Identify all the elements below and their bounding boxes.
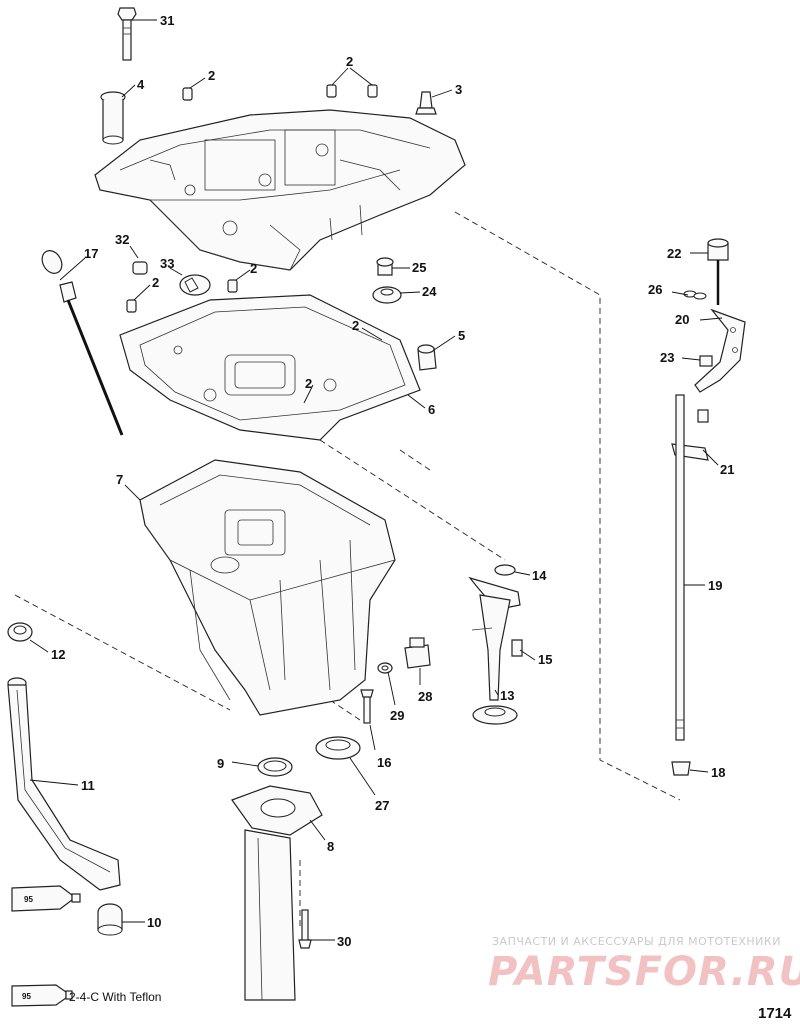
callout-19: 19: [708, 578, 722, 593]
callout-5: 5: [458, 328, 465, 343]
rod-19: [675, 394, 685, 741]
callout-7: 7: [116, 472, 123, 487]
tube-label: 95: [24, 895, 33, 904]
grommet-12: [7, 622, 33, 642]
grommet-10: [97, 903, 123, 936]
hose-11: [7, 677, 121, 891]
watermark-brand: PARTSFOR.RU: [488, 949, 800, 995]
callout-31: 31: [160, 13, 174, 28]
oil-pan-7: [139, 459, 396, 716]
sleeve-4: [100, 91, 126, 145]
legend-text: 2-4-C With Teflon: [69, 990, 161, 1004]
callout-12: 12: [51, 647, 65, 662]
callout-2: 2: [152, 275, 159, 290]
callout-3: 3: [455, 82, 462, 97]
leader-lines: [29, 19, 723, 941]
callout-2: 2: [208, 68, 215, 83]
watermark: ЗАПЧАСТИ И АКСЕССУАРЫ ДЛЯ МОТОТЕХНИКИ PA…: [488, 935, 800, 995]
callout-18: 18: [711, 765, 725, 780]
callout-21: 21: [720, 462, 734, 477]
seal-9: [257, 757, 293, 777]
nut-18: [671, 761, 691, 776]
callout-30: 30: [337, 934, 351, 949]
callout-24: 24: [422, 284, 437, 299]
callout-23: 23: [660, 350, 674, 365]
plug-28: [404, 637, 431, 669]
bolt-16: [360, 689, 374, 724]
callout-28: 28: [418, 689, 432, 704]
seal-27: [315, 736, 361, 760]
callout-8: 8: [327, 839, 334, 854]
bolt-31: [117, 7, 137, 61]
callout-2: 2: [346, 54, 353, 69]
grommet-24: [372, 286, 402, 304]
callout-25: 25: [412, 260, 426, 275]
washer-29: [377, 662, 393, 674]
callout-15: 15: [538, 652, 552, 667]
callout-2: 2: [305, 376, 312, 391]
callout-32: 32: [115, 232, 129, 247]
nut-32: [132, 261, 148, 275]
dowel-pins-top: [182, 84, 378, 101]
figure-number: 1714: [758, 1005, 792, 1022]
callout-11: 11: [81, 778, 95, 793]
callout-20: 20: [675, 312, 689, 327]
callout-13: 13: [500, 688, 514, 703]
plug-5: [417, 344, 437, 371]
housing-8: [231, 785, 323, 1001]
callout-29: 29: [390, 708, 404, 723]
legend: 95 2-4-C With Teflon: [11, 984, 161, 1007]
callout-17: 17: [84, 246, 98, 261]
legend-sealant-tube-icon: 95: [11, 984, 73, 1007]
callout-22: 22: [667, 246, 681, 261]
bolt-30: [298, 909, 312, 949]
callout-6: 6: [428, 402, 435, 417]
callout-2: 2: [250, 261, 257, 276]
pickup-assembly: [468, 564, 523, 725]
plug-25: [376, 257, 394, 276]
dipstick-17: [41, 250, 124, 436]
callout-10: 10: [147, 915, 161, 930]
bushing-33: [179, 274, 211, 296]
callout-9: 9: [217, 756, 224, 771]
adaptor-plate: [94, 109, 466, 271]
callout-2: 2: [352, 318, 359, 333]
callout-27: 27: [375, 798, 389, 813]
legend-tube-label: 95: [22, 992, 31, 1001]
fitting-3: [415, 91, 437, 115]
callout-4: 4: [137, 77, 145, 92]
callout-33: 33: [160, 256, 174, 271]
sealant-tube-icon: 95: [11, 885, 81, 912]
callout-26: 26: [648, 282, 662, 297]
callout-14: 14: [532, 568, 547, 583]
gasket-6: [119, 294, 421, 441]
callout-16: 16: [377, 755, 391, 770]
watermark-tagline: ЗАПЧАСТИ И АКСЕССУАРЫ ДЛЯ МОТОТЕХНИКИ: [492, 935, 781, 948]
callouts: 31 4 2 2 3 32 17 33 2 2 25 24 2 5 2 6 22…: [51, 13, 734, 949]
